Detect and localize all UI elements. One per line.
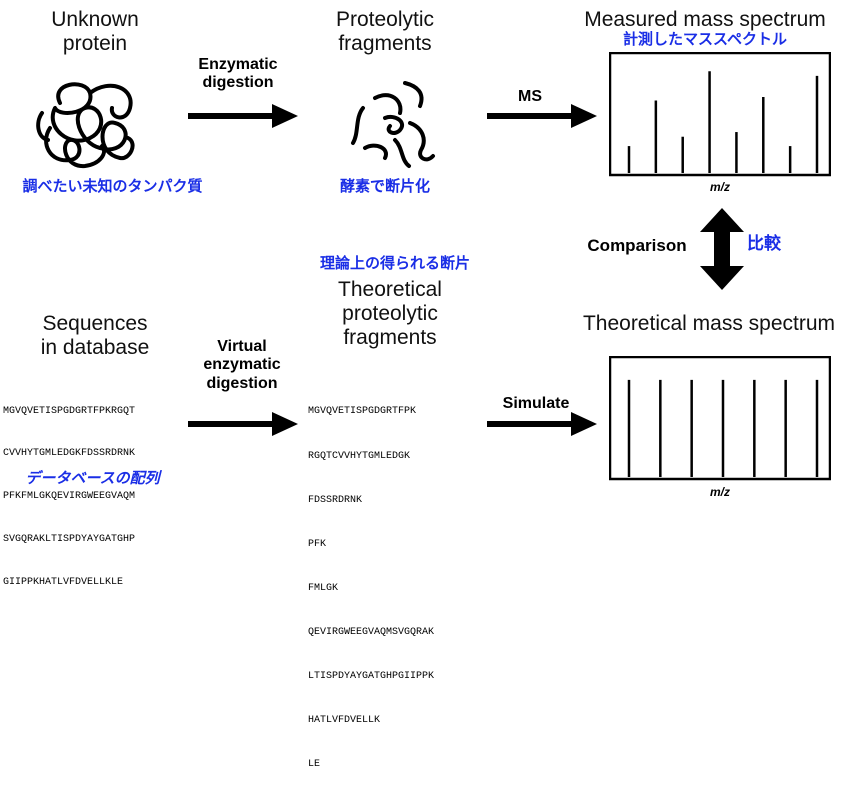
sequences-label: Sequences in database [40, 312, 150, 360]
theoretical-spectrum-plot [609, 356, 831, 481]
sequence-line: MGVQVETISPGDGRTFPKRGQT [3, 405, 136, 417]
arrow-right-icon [188, 412, 298, 436]
sequence-line: GIIPPKHATLVFDVELLKLE [3, 577, 124, 589]
fragment-line: RGQTCVVHYTGMLEDGK [308, 450, 411, 462]
sequences-jp: データベースの配列 [25, 469, 160, 487]
theoretical-fragment-list: MGVQVETISPGDGRTFPK RGQTCVVHYTGMLEDGK FDS… [308, 376, 434, 802]
sequence-line: SVGQRAKLTISPDYAYGATGHP [3, 534, 136, 546]
arrow-right-icon [487, 412, 597, 436]
fragment-line: MGVQVETISPGDGRTFPK [308, 406, 417, 418]
unknown-protein-jp: 調べたい未知のタンパク質 [22, 177, 203, 195]
measured-axis-label: m/z [709, 180, 730, 194]
fragments-icon [351, 81, 435, 168]
database-sequence-list: MGVQVETISPGDGRTFPKRGQT CVVHYTGMLEDGKFDSS… [3, 376, 135, 619]
theoretical-fragments-label: Theoretical proteolytic fragments [338, 278, 442, 350]
arrow-right-icon [188, 104, 298, 128]
measured-spectrum-frame [609, 52, 831, 177]
theoretical-spectrum-frame [609, 356, 831, 481]
fragment-line: PFK [308, 538, 327, 550]
measured-spectrum-plot [609, 52, 831, 177]
double-arrow-icon [700, 208, 744, 290]
measured-spectrum-jp: 計測したマススペクトル [623, 30, 787, 48]
enzymatic-digestion-label: Enzymatic digestion [198, 56, 278, 92]
comparison-jp: 比較 [747, 234, 781, 254]
arrow-right-icon [487, 104, 597, 128]
sequence-line: PFKFMLGKQEVIRGWEEGVAQM [3, 491, 136, 503]
simulate-label: Simulate [502, 395, 570, 412]
fragment-line: QEVIRGWEEGVAQMSVGQRAK [308, 626, 435, 638]
fragment-line: FMLGK [308, 582, 339, 594]
comparison-label: Comparison [587, 236, 687, 255]
fragment-line: FDSSRDRNK [308, 494, 363, 506]
unknown-protein-label: Unknown protein [51, 8, 139, 56]
fragment-line: LE [308, 759, 321, 771]
theoretical-axis-label: m/z [709, 485, 730, 499]
fragment-line: LTISPDYAYGATGHPGIIPPK [308, 671, 435, 683]
virtual-digestion-label: Virtual enzymatic digestion [203, 338, 281, 392]
tangled-protein-icon [36, 82, 135, 169]
theoretical-spectrum-title: Theoretical mass spectrum [582, 312, 836, 335]
fragment-line: HATLVFDVELLK [308, 715, 381, 727]
proteolytic-fragments-jp: 酵素で断片化 [339, 177, 430, 195]
measured-spectrum-title: Measured mass spectrum [584, 8, 826, 31]
sequence-line: CVVHYTGMLEDGKFDSSRDRNK [3, 448, 136, 460]
theoretical-fragments-jp: 理論上の得られる断片 [319, 254, 470, 272]
ms-label: MS [518, 88, 542, 105]
proteolytic-fragments-label: Proteolytic fragments [335, 8, 435, 56]
diagram: Unknown protein 調べたい未知のタンパク質 Enzymatic d… [3, 8, 836, 770]
